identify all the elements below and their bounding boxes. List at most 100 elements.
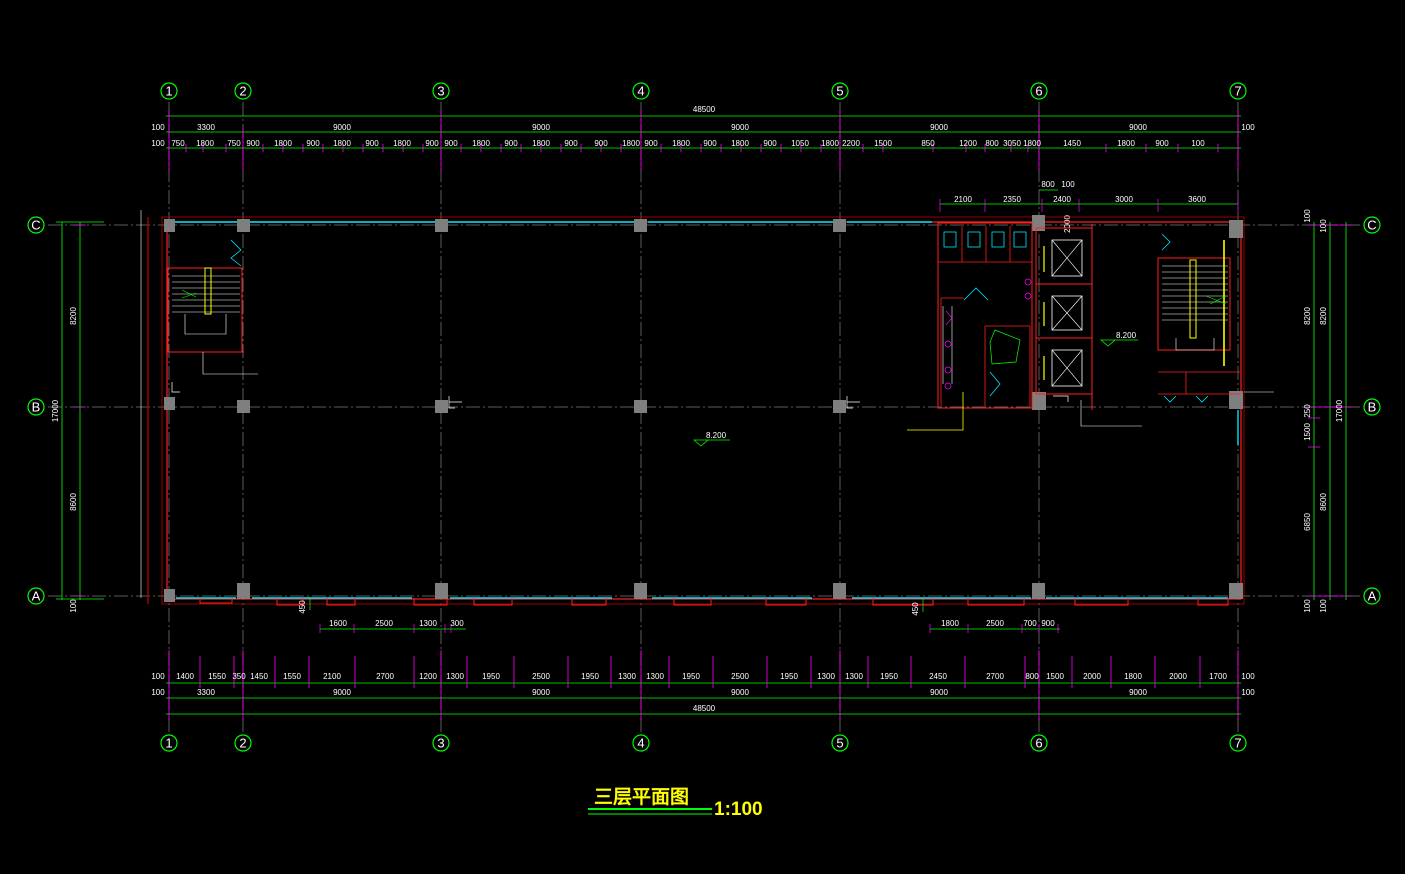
dim-text: 1800 [622, 139, 640, 148]
dim-text: 9000 [333, 688, 351, 697]
dim-text: 9000 [532, 123, 550, 132]
dim-text: 1300 [817, 672, 835, 681]
dim-text: 100 [1303, 209, 1312, 223]
dim-text: 1550 [208, 672, 226, 681]
elevators [1035, 224, 1142, 427]
dim-text: 1800 [196, 139, 214, 148]
dim-text: 3000 [1115, 195, 1133, 204]
dim-text: 750 [227, 139, 241, 148]
dim-text: 1300 [845, 672, 863, 681]
bottom-wall-bays [199, 598, 1229, 606]
axis-bubble: 7 [1229, 734, 1247, 752]
bottom-total-label: 48500 [693, 704, 716, 713]
dim-text: 1800 [941, 619, 959, 628]
axis-bubble: A [27, 587, 45, 605]
right-dimensions: 100 8200 250 1500 6850 100 100 8200 8600… [1303, 209, 1352, 613]
dim-text: 1800 [1124, 672, 1142, 681]
left-stair [167, 239, 258, 393]
axis-bubble: 4 [632, 734, 650, 752]
dim-text: 1400 [176, 672, 194, 681]
dim-text: 1600 [329, 619, 347, 628]
dim-text: 1800 [1117, 139, 1135, 148]
axis-bubble: 3 [432, 82, 450, 100]
dim-text: 900 [763, 139, 777, 148]
dim-text: 1200 [419, 672, 437, 681]
structural-columns [164, 215, 1243, 602]
dim-text: 900 [365, 139, 379, 148]
dim-text: 3300 [197, 123, 215, 132]
dim-text: 2700 [376, 672, 394, 681]
dim-text: 17000 [51, 399, 60, 422]
axis-bubble: C [1363, 216, 1381, 234]
dim-text: 3300 [197, 688, 215, 697]
dim-text: 1950 [880, 672, 898, 681]
dim-text: 9000 [930, 688, 948, 697]
dim-text: 450 [911, 602, 920, 616]
axis-label: 7 [1234, 736, 1241, 751]
axis-label: 6 [1035, 736, 1042, 751]
bottom-dim-axis-row: 100 3300 9000 9000 9000 9000 9000 100 [151, 688, 1255, 697]
dim-text: 9000 [1129, 688, 1147, 697]
dim-text: 2500 [986, 619, 1004, 628]
dim-text: 2000 [1083, 672, 1101, 681]
dim-text: 1800 [333, 139, 351, 148]
dim-text: 100 [1241, 688, 1255, 697]
drawing-title: 三层平面图 [594, 786, 689, 808]
top-dimensions [166, 115, 1241, 149]
elevation-mark-core: 8.200 [1099, 331, 1138, 347]
dim-text: 900 [594, 139, 608, 148]
dim-text: 100 [1303, 599, 1312, 613]
dim-text: 100 [1241, 123, 1255, 132]
axis-label: 3 [437, 736, 444, 751]
axis-bubble: 6 [1030, 82, 1048, 100]
axis-label: 1 [165, 84, 172, 99]
axis-label: C [1367, 218, 1376, 233]
axis-label: 5 [836, 736, 843, 751]
dim-text: 2100 [323, 672, 341, 681]
dim-text: 900 [444, 139, 458, 148]
axis-label: 4 [637, 84, 644, 99]
axis-bubble: 1 [160, 82, 178, 100]
dim-text: 1550 [283, 672, 301, 681]
dim-text: 300 [450, 619, 464, 628]
top-dim-axis-row: 100 3300 9000 9000 9000 9000 9000 100 [151, 123, 1255, 132]
axis-bubble: 4 [632, 82, 650, 100]
dim-text: 2100 [954, 195, 972, 204]
dim-text: 9000 [731, 688, 749, 697]
dim-text: 2500 [375, 619, 393, 628]
elevation-label: 8.200 [706, 431, 727, 440]
dim-text: 1300 [618, 672, 636, 681]
dim-text: 100 [1191, 139, 1205, 148]
axis-label: C [31, 218, 40, 233]
dim-text: 750 [171, 139, 185, 148]
elevation-label: 8.200 [1116, 331, 1137, 340]
dim-text: 100 [69, 599, 78, 613]
right-stair [1157, 233, 1274, 403]
axis-label: B [1368, 400, 1377, 415]
dim-text: 2200 [842, 139, 860, 148]
axis-bubble: C [27, 216, 45, 234]
axis-label: 5 [836, 84, 843, 99]
dim-text: 1700 [1209, 672, 1227, 681]
dim-text: 100 [1319, 599, 1328, 613]
dim-text: 9000 [333, 123, 351, 132]
dim-text: 100 [151, 123, 165, 132]
dim-text: 1950 [682, 672, 700, 681]
dim-text: 6850 [1303, 513, 1312, 531]
dim-text: 700 [1023, 619, 1037, 628]
dim-text: 8600 [69, 493, 78, 511]
bottom-dimensions [166, 682, 1241, 715]
dim-text: 9000 [532, 688, 550, 697]
axis-bubble: 2 [234, 734, 252, 752]
dim-text: 900 [246, 139, 260, 148]
dim-text: 100 [1061, 180, 1075, 189]
dim-text: 250 [1303, 404, 1312, 418]
axis-bubble: 7 [1229, 82, 1247, 100]
dim-text: 1450 [250, 672, 268, 681]
elevation-mark-main: 8.200 [692, 431, 730, 447]
axis-bubble: 2 [234, 82, 252, 100]
dim-text: 850 [921, 139, 935, 148]
dim-text: 2000 [1063, 215, 1072, 233]
dim-text: 8200 [69, 307, 78, 325]
